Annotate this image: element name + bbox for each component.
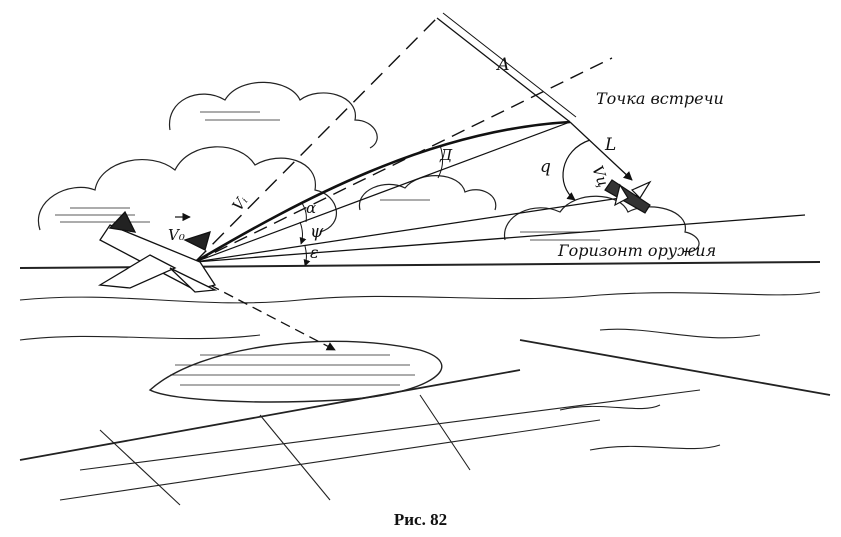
angle-q-arc [562,139,591,201]
angle-alpha-arc [301,202,307,223]
label-v0: V₀ [168,226,185,244]
target-aircraft [604,179,652,214]
clouds [37,81,700,253]
label-q: q [540,157,551,177]
label-weapon-horizon: Горизонт оружия [557,241,716,260]
trajectory [194,120,571,264]
label-d: Д [439,146,453,164]
label-vi: Vᵢ [229,193,252,215]
cloud-left [37,146,337,233]
l-segment [569,121,633,181]
label-meeting-point: Точка встречи [596,89,724,108]
velocity-arrow [209,284,336,351]
cloud-right [504,195,700,253]
cloud-top [169,81,378,149]
construction-lines [175,12,806,351]
label-psi: ψ [310,222,324,242]
landscape [19,261,831,506]
label-alpha: α [306,199,316,217]
fighter-aircraft [97,210,218,293]
aim-line [194,194,641,263]
dashed-line-ray [194,57,613,263]
angle-d-arc [437,144,444,179]
diagram-svg: Точка встречи Горизонт оружия А L Д q α … [19,12,831,506]
angle-epsilon-arc [303,245,311,267]
figure-caption: Рис. 82 [393,510,448,529]
vi-ray [194,17,438,263]
angle-psi-arc [299,221,307,245]
label-epsilon: ε [310,243,319,262]
label-l: L [604,135,616,155]
cloud-mid [358,175,497,211]
weapon-horizon-line [194,214,806,263]
a-segment [436,17,571,123]
label-a: А [496,55,510,75]
sight-line [194,121,571,263]
